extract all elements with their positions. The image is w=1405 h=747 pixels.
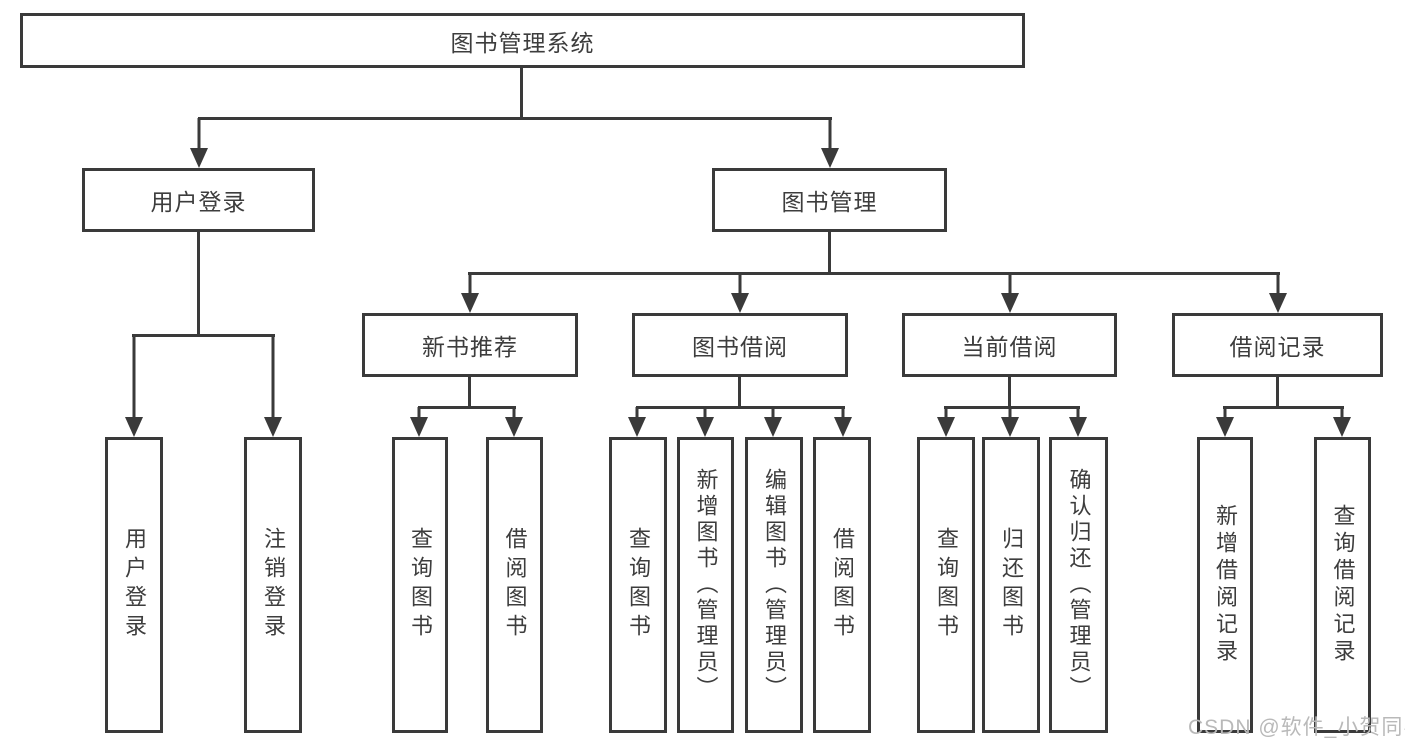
node-user-login-label: 用户登录 — [150, 189, 247, 215]
node-borrow-records: 借阅记录 — [1172, 313, 1383, 377]
leaf-nb-borrow-books: 借阅图书 — [486, 437, 543, 733]
leaf-cb-return-books-label: 归还图书 — [999, 527, 1024, 643]
node-new-book-recommend-label: 新书推荐 — [422, 334, 518, 360]
leaf-nb-query-books: 查询图书 — [392, 437, 448, 733]
arrow-to-bb-add-books — [696, 407, 714, 437]
leaf-bb-query-books: 查询图书 — [609, 437, 667, 733]
arrow-to-book-borrowing — [731, 273, 749, 313]
arrow-to-current-borrowing — [1001, 273, 1019, 313]
leaf-cb-query-books: 查询图书 — [917, 437, 975, 733]
connector-book-borrow-branch — [636, 406, 845, 409]
leaf-bb-edit-books-admin-label: 编辑图书（管理员） — [762, 468, 787, 702]
connector-current-borrow-stem — [1008, 377, 1011, 408]
arrow-to-bb-edit-books — [764, 407, 782, 437]
leaf-cb-confirm-return-admin: 确认归还（管理员） — [1049, 437, 1108, 733]
node-new-book-recommend: 新书推荐 — [362, 313, 578, 377]
leaf-user-login: 用户登录 — [105, 437, 163, 733]
leaf-nb-borrow-books-label: 借阅图书 — [502, 527, 528, 643]
leaf-bb-add-books-admin: 新增图书（管理员） — [677, 437, 734, 733]
arrow-to-bb-query-books — [628, 407, 646, 437]
arrow-to-cb-query-books — [937, 407, 955, 437]
node-current-borrowing-label: 当前借阅 — [961, 334, 1058, 360]
connector-root-stem — [520, 68, 523, 118]
node-book-borrowing: 图书借阅 — [632, 313, 848, 377]
arrow-to-book-management — [821, 118, 839, 168]
arrow-to-br-add-record — [1216, 407, 1234, 437]
leaf-br-add-borrow-record: 新增借阅记录 — [1197, 437, 1253, 733]
connector-new-book-stem — [468, 377, 471, 408]
node-borrow-records-label: 借阅记录 — [1229, 334, 1326, 360]
leaf-bb-edit-books-admin: 编辑图书（管理员） — [745, 437, 803, 733]
leaf-cb-query-books-label: 查询图书 — [934, 527, 959, 643]
csdn-watermark: CSDN @软件_小贺同学 — [1188, 716, 1405, 739]
arrow-to-new-book-recommend — [461, 273, 479, 313]
leaf-bb-add-books-admin-label: 新增图书（管理员） — [693, 468, 719, 702]
connector-borrow-records-branch — [1223, 406, 1344, 409]
arrow-to-br-query-record — [1333, 407, 1351, 437]
arrow-to-nb-borrow-books — [505, 407, 523, 437]
arrow-to-user-login — [190, 118, 208, 168]
node-book-management-label: 图书管理 — [781, 189, 878, 215]
leaf-br-query-borrow-record-label: 查询借阅记录 — [1330, 504, 1356, 666]
connector-user-login-branch — [132, 334, 275, 337]
connector-book-mgmt-branch — [468, 272, 1280, 275]
arrow-to-nb-query-books — [410, 407, 428, 437]
leaf-br-add-borrow-record-label: 新增借阅记录 — [1213, 504, 1238, 666]
connector-root-branch — [198, 117, 832, 120]
leaf-bb-borrow-books-label: 借阅图书 — [830, 527, 855, 643]
connector-borrow-records-stem — [1276, 377, 1279, 408]
leaf-nb-query-books-label: 查询图书 — [408, 527, 433, 643]
arrow-to-cb-confirm-return — [1069, 407, 1087, 437]
leaf-logout-label: 注销登录 — [261, 527, 286, 643]
connector-book-mgmt-stem — [828, 232, 831, 274]
arrow-to-leaf-logout — [264, 335, 282, 437]
node-user-login: 用户登录 — [82, 168, 315, 232]
leaf-logout: 注销登录 — [244, 437, 302, 733]
node-root-label: 图书管理系统 — [450, 29, 595, 56]
leaf-br-query-borrow-record: 查询借阅记录 — [1314, 437, 1371, 733]
arrow-to-cb-return-books — [1001, 407, 1019, 437]
connector-book-borrow-stem — [738, 377, 741, 408]
arrow-to-bb-borrow-books — [834, 407, 852, 437]
connector-new-book-branch — [418, 406, 516, 409]
connector-user-login-stem — [197, 232, 200, 336]
leaf-user-login-label: 用户登录 — [122, 527, 147, 643]
node-book-management: 图书管理 — [712, 168, 947, 232]
arrow-to-leaf-login — [125, 335, 143, 437]
node-book-borrowing-label: 图书借阅 — [692, 334, 788, 360]
leaf-cb-confirm-return-admin-label: 确认归还（管理员） — [1066, 468, 1092, 702]
arrow-to-borrow-records — [1269, 273, 1287, 313]
node-current-borrowing: 当前借阅 — [902, 313, 1117, 377]
leaf-bb-borrow-books: 借阅图书 — [813, 437, 871, 733]
node-root: 图书管理系统 — [20, 13, 1025, 68]
leaf-bb-query-books-label: 查询图书 — [626, 527, 651, 643]
leaf-cb-return-books: 归还图书 — [982, 437, 1040, 733]
